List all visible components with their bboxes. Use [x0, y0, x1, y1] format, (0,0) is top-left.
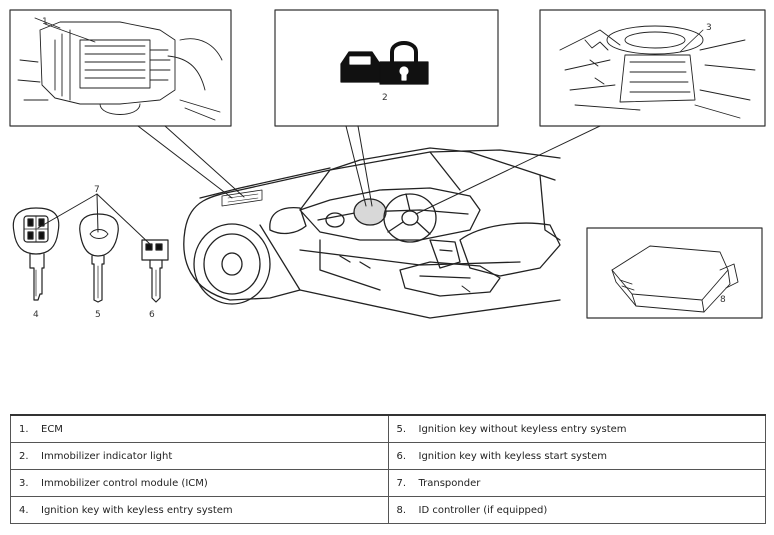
callout-6: 6: [149, 310, 155, 320]
legend-text: Immobilizer indicator light: [41, 450, 173, 462]
car-interior-illustration: [183, 147, 561, 319]
legend-cell: 2. Immobilizer indicator light: [10, 442, 389, 470]
legend-number: 5.: [396, 423, 407, 435]
transponder-leader-lines: [37, 193, 153, 247]
ignition-key-keyless-start: [141, 239, 169, 303]
legend-row: 2. Immobilizer indicator light 6. Ignition…: [10, 442, 766, 470]
legend-number: 2.: [19, 450, 29, 462]
ecm-inset: [9, 9, 232, 127]
legend-cell: 6. Ignition key with keyless start system: [387, 442, 766, 470]
legend-number: 8.: [396, 504, 407, 516]
legend-text: ECM: [41, 423, 63, 435]
legend-cell: 4. Ignition key with keyless entry system: [10, 496, 389, 524]
legend-text: Ignition key without keyless entry syste…: [418, 423, 627, 435]
component-legend-table: 1. ECM 5. Ignition key without keyless ent…: [10, 414, 766, 524]
legend-row: 3. Immobilizer control module (ICM) 7. Tra…: [10, 469, 766, 497]
immobilizer-component-diagram: 1 2 3 4 5 6 7 8: [9, 9, 766, 320]
legend-cell: 3. Immobilizer control module (ICM): [10, 469, 389, 497]
legend-cell: 8. ID controller (if equipped): [387, 496, 766, 524]
callout-2: 2: [382, 93, 388, 103]
legend-number: 3.: [19, 477, 29, 489]
callout-8: 8: [720, 295, 726, 305]
legend-number: 1.: [19, 423, 29, 435]
legend-text: Ignition key with keyless entry system: [41, 504, 233, 516]
legend-text: Ignition key with keyless start system: [418, 450, 607, 462]
indicator-inset: [274, 9, 499, 127]
immobilizer-indicator-icon: [340, 41, 429, 85]
legend-number: 4.: [19, 504, 29, 516]
callout-3: 3: [706, 23, 712, 33]
callout-1: 1: [42, 17, 48, 27]
legend-text: Immobilizer control module (ICM): [41, 477, 208, 489]
legend-number: 7.: [396, 477, 407, 489]
ignition-key-keyless-entry: [12, 207, 60, 301]
icm-inset: [539, 9, 766, 127]
callout-4: 4: [33, 310, 39, 320]
legend-text: ID controller (if equipped): [418, 504, 548, 516]
legend-cell: 1. ECM: [10, 414, 389, 443]
legend-row: 1. ECM 5. Ignition key without keyless ent…: [10, 414, 766, 443]
id-controller-inset: [586, 227, 763, 319]
ignition-key-without-keyless: [79, 213, 119, 303]
legend-cell: 5. Ignition key without keyless entry sys…: [387, 414, 766, 443]
legend-row: 4. Ignition key with keyless entry system…: [10, 496, 766, 524]
callout-7: 7: [94, 185, 100, 195]
legend-cell: 7. Transponder: [387, 469, 766, 497]
leader-lines: [137, 125, 601, 215]
callout-5: 5: [95, 310, 101, 320]
legend-number: 6.: [396, 450, 407, 462]
legend-text: Transponder: [418, 477, 481, 489]
